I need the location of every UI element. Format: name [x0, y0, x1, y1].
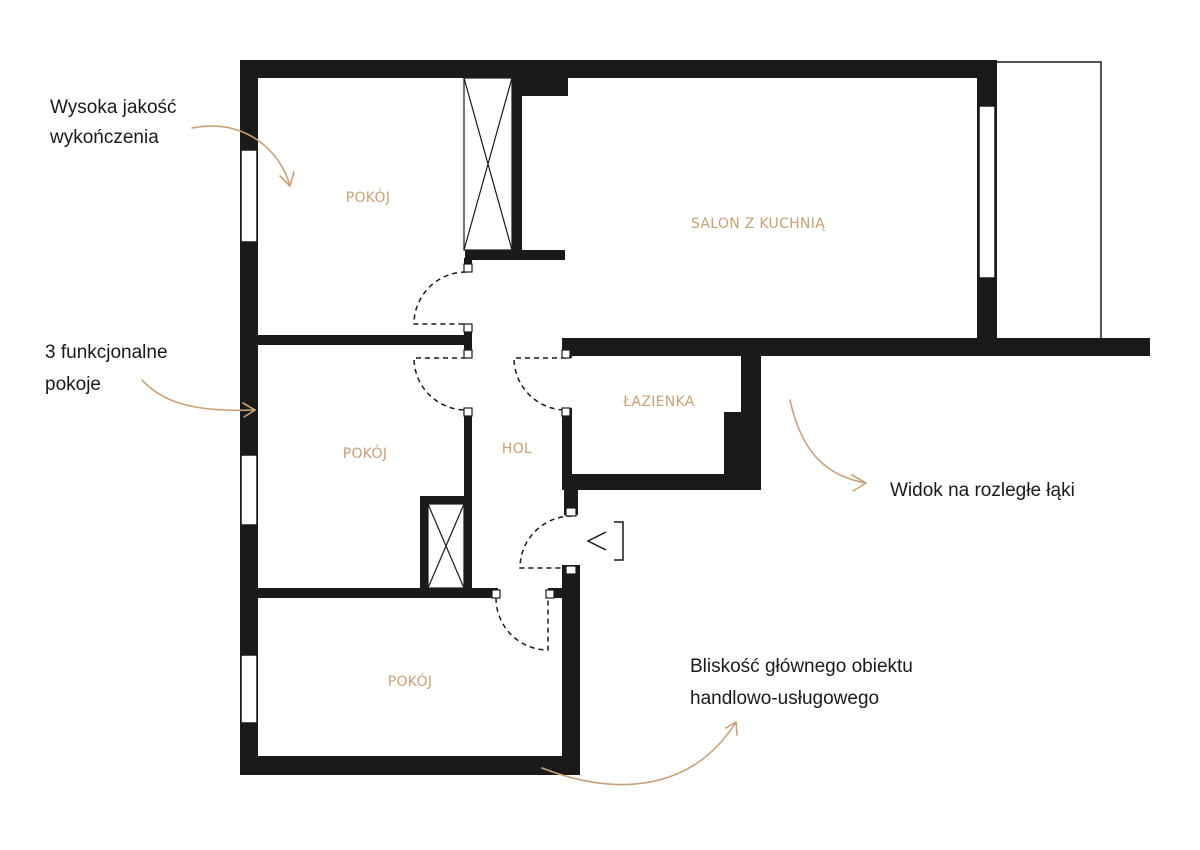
- room-label-pokoj-1: POKÓJ: [346, 188, 391, 206]
- entrance-arrow-icon: [586, 521, 624, 561]
- window-icon: [240, 654, 258, 724]
- window-icon: [978, 105, 996, 279]
- callout-view: Widok na rozległe łąki: [890, 480, 1075, 501]
- door-swing-icon: [413, 357, 467, 411]
- room-label-hol: HOL: [502, 441, 532, 457]
- callout-rooms-line-2: pokoje: [45, 374, 101, 395]
- door-swing-icon: [519, 515, 573, 569]
- doors: [413, 271, 573, 651]
- room-labels: POKÓJ SALON Z KUCHNIĄ POKÓJ HOL ŁAZIENKA…: [343, 188, 825, 690]
- windows: [240, 105, 996, 724]
- window-icon: [240, 149, 258, 243]
- curved-arrow-icon: [191, 125, 295, 187]
- room-label-pokoj-3: POKÓJ: [388, 672, 433, 690]
- window-icon: [240, 454, 258, 526]
- room-label-pokoj-2: POKÓJ: [343, 444, 388, 462]
- balcony: [994, 61, 1102, 341]
- callout-quality-line-2: wykończenia: [49, 127, 159, 148]
- curved-arrow-icon: [789, 399, 867, 492]
- arrows: [141, 125, 867, 786]
- callout-proximity-line-1: Bliskość głównego obiektu: [690, 656, 913, 677]
- door-swing-icon: [495, 597, 549, 651]
- door-swing-icon: [513, 357, 567, 411]
- door-swing-icon: [413, 271, 467, 325]
- curved-arrow-icon: [541, 721, 738, 786]
- curved-arrow-icon: [141, 379, 256, 418]
- room-label-salon: SALON Z KUCHNIĄ: [691, 216, 825, 232]
- callout-proximity-line-2: handlowo-usługowego: [690, 688, 879, 709]
- door-jambs: [463, 263, 577, 599]
- room-label-lazienka: ŁAZIENKA: [622, 394, 695, 410]
- ventilation-shaft-icon: [427, 503, 465, 589]
- callouts: Wysoka jakość wykończenia 3 funkcjonalne…: [45, 97, 1075, 709]
- callout-quality-line-1: Wysoka jakość: [50, 97, 177, 118]
- ventilation-shaft-icon: [463, 77, 513, 251]
- callout-rooms-line-1: 3 funkcjonalne: [45, 342, 168, 363]
